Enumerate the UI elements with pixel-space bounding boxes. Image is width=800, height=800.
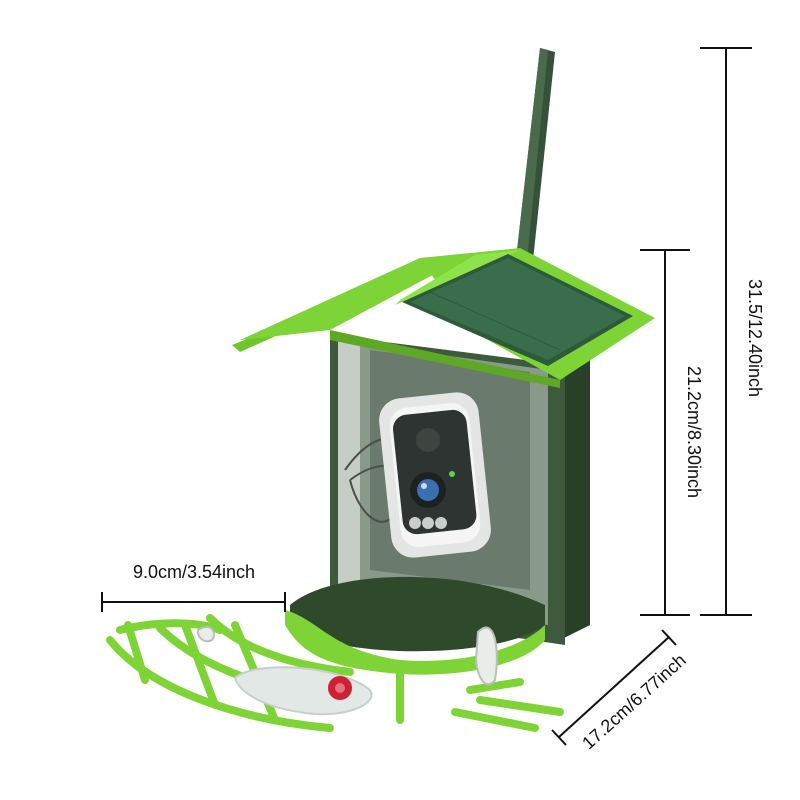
- dimension-perch-width: [101, 592, 286, 612]
- antenna: [515, 48, 555, 270]
- perch-clip: [196, 626, 498, 686]
- dimension-perch-width-label: 9.0cm/3.54inch: [133, 562, 255, 582]
- solar-panel: [402, 254, 633, 366]
- camera: [379, 392, 491, 558]
- dimension-total-height: [700, 47, 752, 616]
- dimension-body-height-label: 21.2cm/8.30inch: [684, 366, 704, 498]
- dimension-body-height: [640, 249, 690, 616]
- dimension-total-height-label: 31.5/12.40inch: [745, 279, 765, 397]
- dimension-depth-label: 17.2cm/6.77inch: [578, 650, 690, 753]
- feeding-tray: [285, 576, 545, 675]
- feeder-port-icon: [328, 676, 352, 700]
- dimension-depth: [551, 629, 677, 746]
